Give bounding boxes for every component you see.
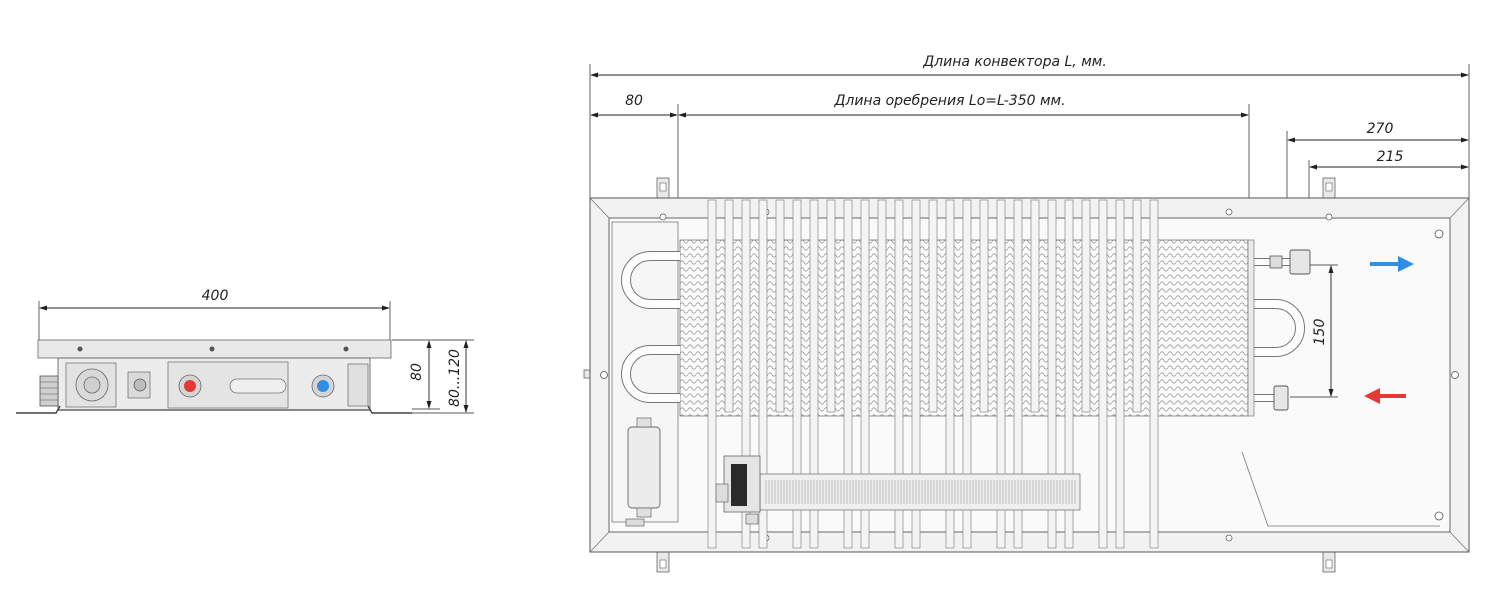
supply-arrow [1364,388,1406,404]
grille-bar [928,199,938,413]
grille-bar [724,199,734,413]
supply-fitting [1273,385,1289,411]
motor-block [731,464,747,506]
grille-bar [911,199,921,549]
grille-bar [860,199,870,549]
grille-bar [1013,199,1023,549]
grille-bar [877,199,887,413]
grille-bar [996,199,1006,549]
cold-connector-dot [317,380,329,392]
grille-bar [962,199,972,549]
pipe-bends [621,249,1311,411]
dim-270-label: 270 [1367,121,1394,137]
grille-bar [1047,199,1057,549]
grille-bar [775,199,785,413]
grille-bar [1081,199,1091,413]
height-range-label: 80...120 [447,349,463,407]
return-fitting [1289,249,1311,275]
grille-bar [707,199,717,549]
length-dimension: Длина конвектора L, мм. [589,54,1470,198]
fin-length-dimension: Длина оребрения Lo=L-350 мм. [678,93,1250,225]
width-dimension: 400 [38,288,391,340]
grille-bar [1149,199,1159,549]
top-view: Длина конвектора L, мм. 80 Длина оребрен… [583,54,1470,573]
grille-bar [843,199,853,549]
grille-bar [741,199,751,549]
pipe-spacing-label: 150 [1312,319,1328,346]
fin-length-label: Длина оребрения Lo=L-350 мм. [833,93,1065,109]
cable-grommet [39,375,59,407]
grille-bars [707,199,1159,549]
power-supply-box [627,426,661,509]
mounting-brackets [583,177,1336,573]
grille-bar [1115,199,1125,549]
air-vent [1269,255,1283,269]
offset-label: 80 [625,93,643,109]
side-view: 400 [16,288,474,414]
grille-bar [945,199,955,549]
height-dimension: 80 80...120 [392,339,474,414]
return-arrow [1370,256,1414,272]
grille-bar [894,199,904,549]
height-label: 80 [409,363,425,381]
grille-bar [792,199,802,549]
dim-215-label: 215 [1377,149,1404,165]
grille-bar [1098,199,1108,549]
grille-bar [979,199,989,413]
grille-bar [809,199,819,549]
hot-connector-dot [184,380,196,392]
grille-bar [826,199,836,413]
grille-bar [758,199,768,549]
tangential-fan [715,455,1081,525]
right-foot [367,405,412,414]
left-foot [16,405,61,414]
length-label: Длина конвектора L, мм. [922,54,1107,70]
pipe-spacing-dimension: 150 [1290,264,1338,398]
grille-bar [1132,199,1142,413]
grille-bar [1030,199,1040,413]
grille-bar [1064,199,1074,549]
width-label: 400 [202,288,229,304]
